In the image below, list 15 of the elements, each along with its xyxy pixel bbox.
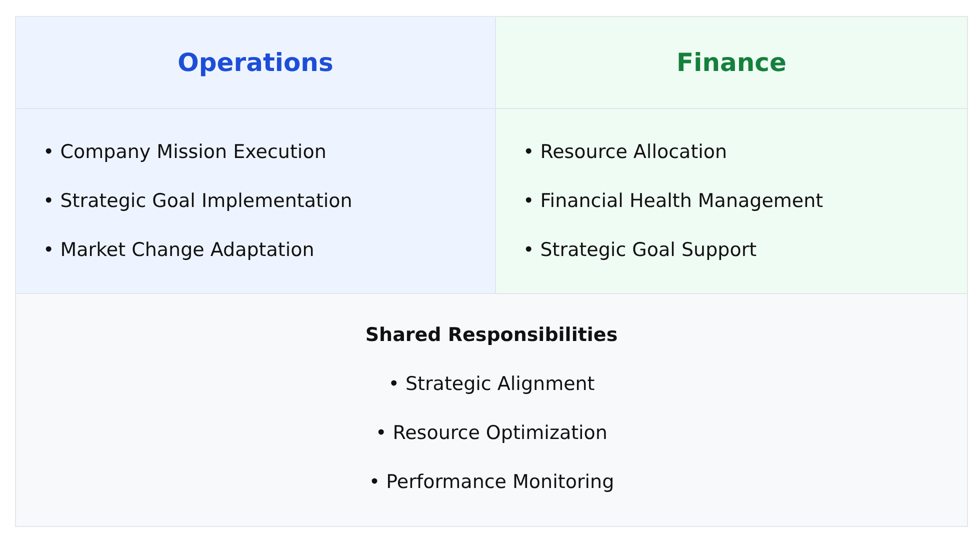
shared-panel — [16, 293, 967, 526]
column-panel — [16, 17, 496, 293]
bullet-item: • Strategic Goal Support — [523, 239, 757, 261]
bullet-item: • Resource Allocation — [523, 141, 728, 163]
bullet-item: • Market Change Adaptation — [43, 239, 314, 261]
bullet-item: • Strategic Alignment — [388, 373, 595, 395]
bullet-item: • Financial Health Management — [523, 190, 824, 212]
bullet-item: • Strategic Goal Implementation — [43, 190, 352, 212]
column-heading: Operations — [178, 48, 334, 77]
bullet-item: • Company Mission Execution — [43, 141, 326, 163]
bullet-item: • Resource Optimization — [376, 422, 608, 444]
bullet-item: • Performance Monitoring — [368, 471, 614, 493]
section-heading: Shared Responsibilities — [365, 324, 618, 346]
column-heading: Finance — [676, 48, 786, 77]
column-panel — [496, 17, 967, 293]
